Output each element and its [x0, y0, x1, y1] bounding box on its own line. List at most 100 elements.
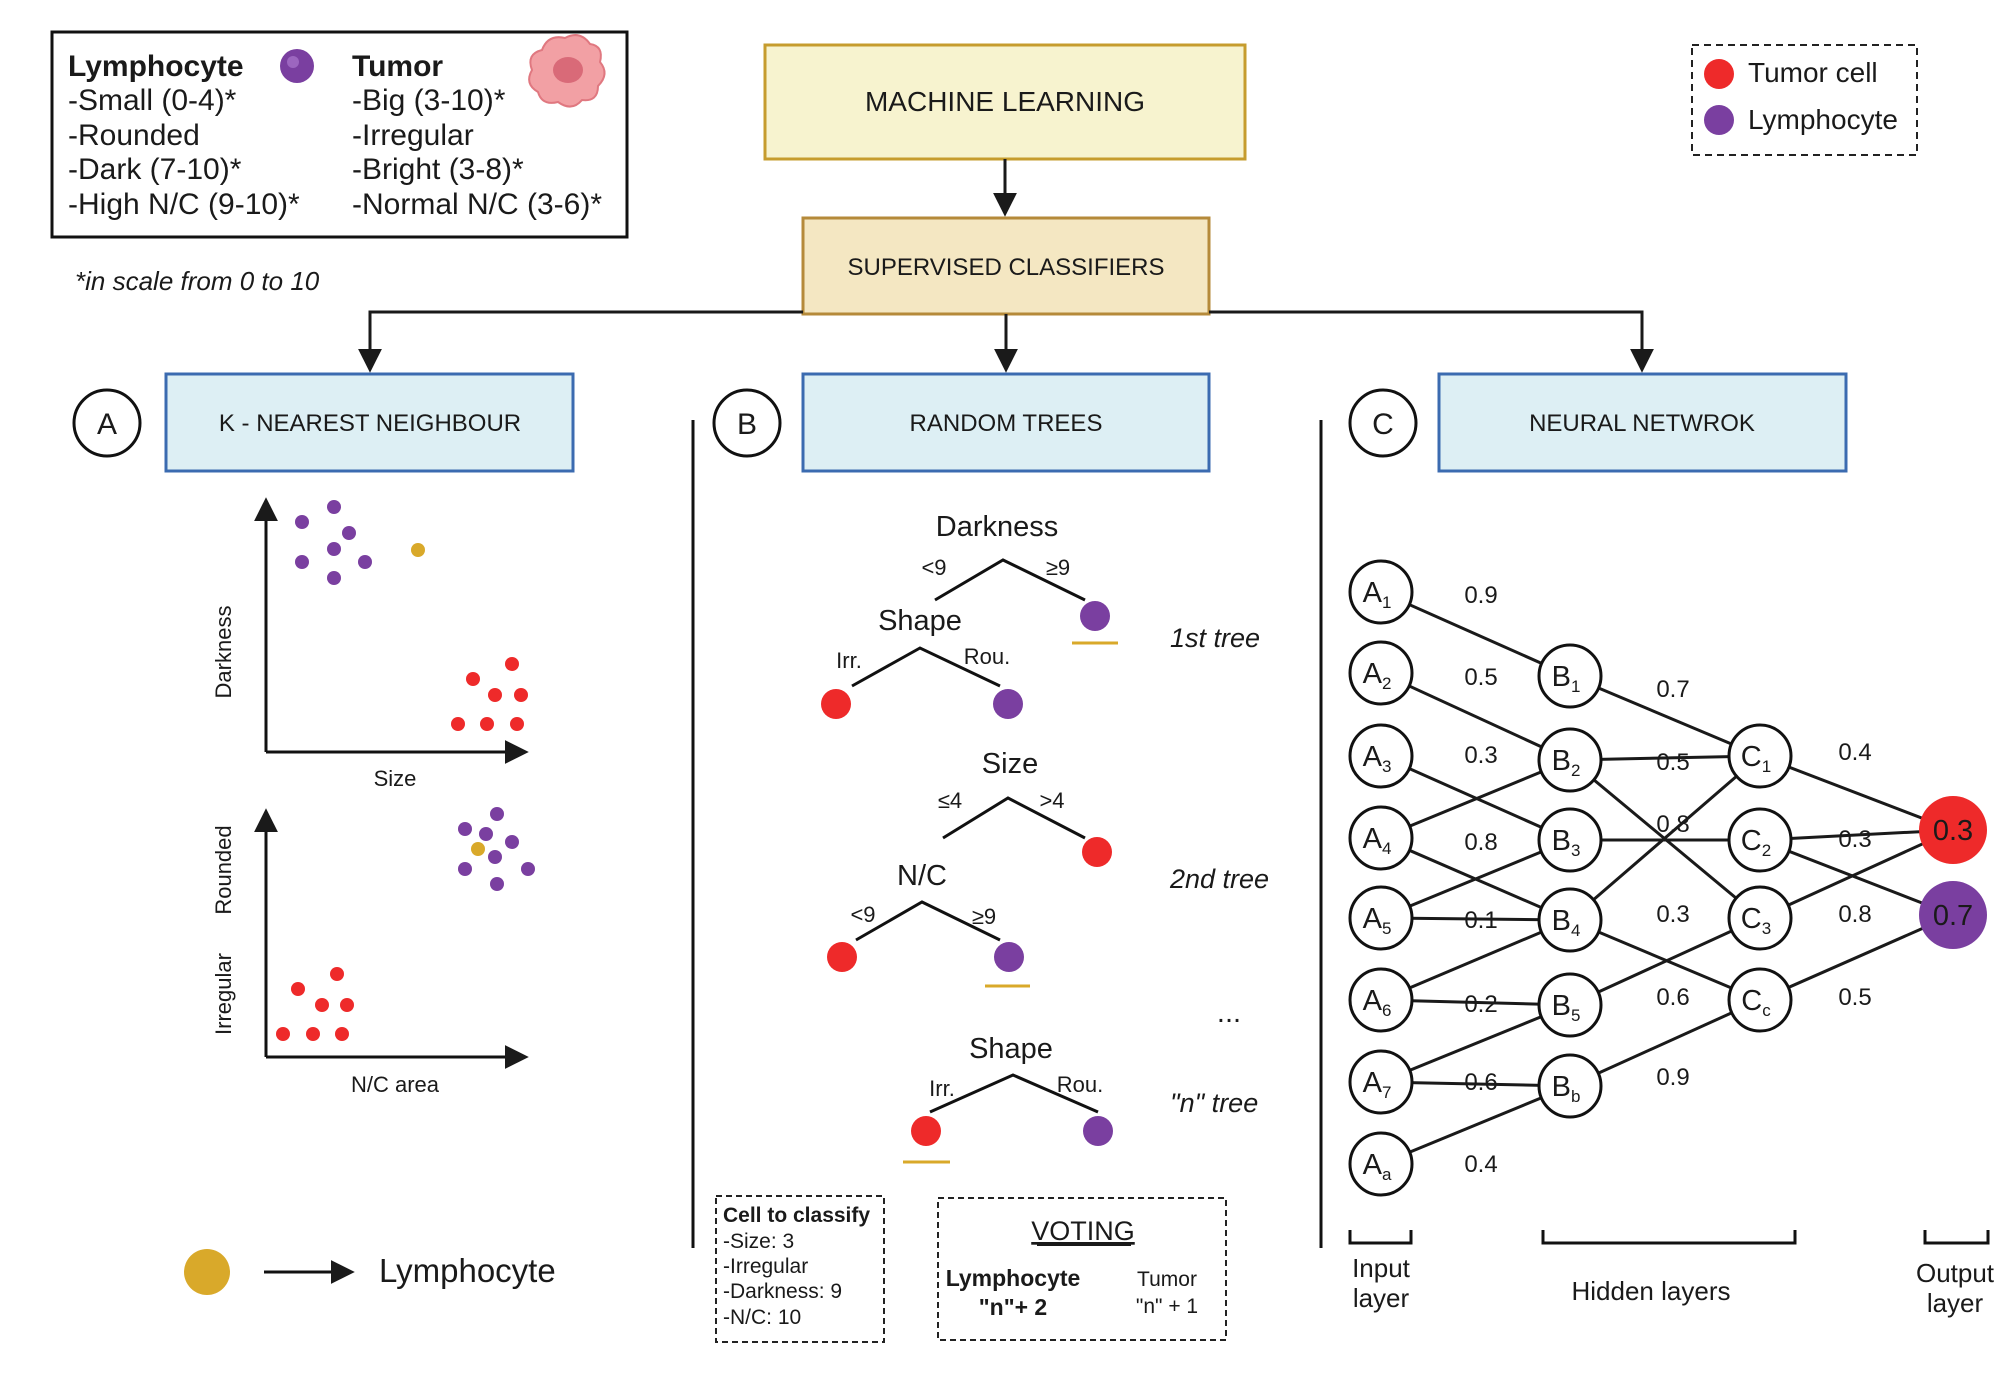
lymph-feature-shape: -Rounded	[68, 119, 200, 152]
data-point	[458, 862, 472, 876]
hidden1-node-circle	[1537, 727, 1603, 793]
panel-c-letter-circle	[1348, 388, 1418, 458]
nn-connection	[1569, 754, 1761, 922]
classify-shape: -Irregular	[723, 1255, 808, 1278]
data-point	[479, 827, 493, 841]
data-point	[358, 555, 372, 569]
weight-hidden-hidden: 0.7	[1656, 676, 1689, 703]
nn-edges	[1380, 590, 1954, 1166]
unknown-cell-icon	[184, 1249, 230, 1295]
plot2-ylabel-top: Rounded	[211, 825, 236, 914]
data-point	[488, 688, 502, 702]
weight-input-hidden: 0.5	[1464, 664, 1497, 691]
output-node-circle	[1919, 881, 1987, 949]
output-node-lymph: 0.7	[1919, 881, 1987, 949]
hidden1-node-circle	[1537, 807, 1603, 873]
input-layer-label-2: layer	[1353, 1283, 1410, 1313]
hidden1-node-circle	[1537, 887, 1603, 953]
tree1-leaf-lymph	[1080, 601, 1110, 631]
data-point	[466, 672, 480, 686]
data-point	[488, 850, 502, 864]
data-point	[327, 571, 341, 585]
tree1-sub-right-label: Rou.	[964, 644, 1010, 669]
supervised-title: SUPERVISED CLASSIFIERS	[848, 254, 1165, 281]
lymph-legend-label: Lymphocyte	[1748, 104, 1898, 135]
tree2-sub-left-label: <9	[850, 902, 875, 927]
nn-weight-labels: 0.90.50.30.80.10.20.60.40.70.50.80.30.60…	[1464, 582, 1871, 1178]
data-point	[490, 877, 504, 891]
plot1-unknown-point	[411, 543, 425, 557]
data-point	[340, 998, 354, 1012]
panel-b-letter-circle	[712, 388, 782, 458]
plot2-ylabel-bottom: Irregular	[211, 953, 236, 1035]
tree1-leaf-lymph-2	[993, 689, 1023, 719]
tumor-feature-brightness: -Bright (3-8)*	[352, 153, 524, 186]
lymph-legend-dot	[1704, 105, 1734, 135]
weight-hidden-hidden: 0.8	[1656, 811, 1689, 838]
tree2-sub-label: N/C	[897, 860, 947, 892]
classify-title: Cell to classify	[723, 1204, 870, 1227]
nn-connection	[1569, 916, 1761, 1007]
panel-b-letter: B	[737, 408, 757, 441]
input-node: Aa	[1348, 1131, 1414, 1197]
input-node-circle	[1348, 640, 1414, 706]
weight-hidden-hidden: 0.3	[1656, 901, 1689, 928]
weight-input-hidden: 0.3	[1464, 742, 1497, 769]
nn-connection	[1759, 828, 1954, 920]
hidden2-node-label: C2	[1741, 825, 1771, 860]
hidden1-node: B1	[1537, 643, 1603, 709]
weight-hidden-output: 0.3	[1838, 826, 1871, 853]
input-node-circle	[1348, 559, 1414, 625]
weight-hidden-hidden: 0.6	[1656, 984, 1689, 1011]
tree2-leaf-tumor	[1082, 837, 1112, 867]
knn-title: K - NEAREST NEIGHBOUR	[219, 410, 521, 437]
plot2-lymph-points	[458, 807, 535, 891]
data-point	[490, 807, 504, 821]
input-node-circle	[1348, 1049, 1414, 1115]
data-point	[306, 1027, 320, 1041]
knn-result-label: Lymphocyte	[379, 1252, 556, 1289]
voting-box: VOTING Lymphocyte "n"+ 2 Tumor "n" + 1	[937, 1197, 1227, 1341]
input-node: A7	[1348, 1049, 1414, 1115]
lymph-feature-nc: -High N/C (9-10)*	[68, 188, 300, 221]
tree2-right-edge-label: >4	[1039, 788, 1064, 813]
input-node: A6	[1348, 967, 1414, 1033]
data-point	[451, 717, 465, 731]
data-point	[295, 515, 309, 529]
input-node: A2	[1348, 640, 1414, 706]
neural-network-graph: 0.90.50.30.80.10.20.60.40.70.50.80.30.60…	[1348, 559, 1987, 1197]
tumor-cell-legend-label: Tumor cell	[1748, 57, 1878, 88]
data-point	[510, 717, 524, 731]
data-point	[480, 717, 494, 731]
branch-connectors	[358, 310, 1654, 373]
hidden2-node-label: Cc	[1741, 985, 1771, 1020]
plot2-tumor-points	[276, 967, 354, 1041]
plot1-xlabel: Size	[374, 766, 417, 791]
lymphocyte-cell-highlight	[287, 56, 299, 68]
output-node-circle	[1919, 796, 1987, 864]
nn-connection	[1380, 758, 1571, 840]
hidden1-node-label: B5	[1552, 990, 1581, 1025]
knn-plot-size-darkness: Darkness Size	[211, 497, 529, 791]
neural-network-title: NEURAL NETWROK	[1529, 410, 1755, 437]
data-point	[335, 1027, 349, 1041]
nn-connection	[1380, 838, 1571, 920]
hidden2-node: C2	[1727, 807, 1793, 873]
nn-connection	[1380, 1084, 1571, 1166]
input-node-circle	[1348, 885, 1414, 951]
vote-lymph-count: "n"+ 2	[979, 1294, 1047, 1320]
input-node-circle	[1348, 1131, 1414, 1197]
output-node-value: 0.7	[1933, 900, 1973, 932]
input-node: A5	[1348, 885, 1414, 951]
panel-c-letter: C	[1372, 408, 1394, 441]
data-point	[505, 657, 519, 671]
weight-hidden-output: 0.8	[1838, 901, 1871, 928]
hidden1-node: B3	[1537, 807, 1603, 873]
hidden1-node-circle	[1537, 643, 1603, 709]
classify-size: -Size: 3	[723, 1230, 794, 1253]
tree1-sub-label: Shape	[878, 605, 962, 637]
vote-tumor-label: Tumor	[1137, 1268, 1197, 1291]
output-node-tumor: 0.3	[1919, 796, 1987, 864]
hidden2-node: Cc	[1727, 967, 1793, 1033]
